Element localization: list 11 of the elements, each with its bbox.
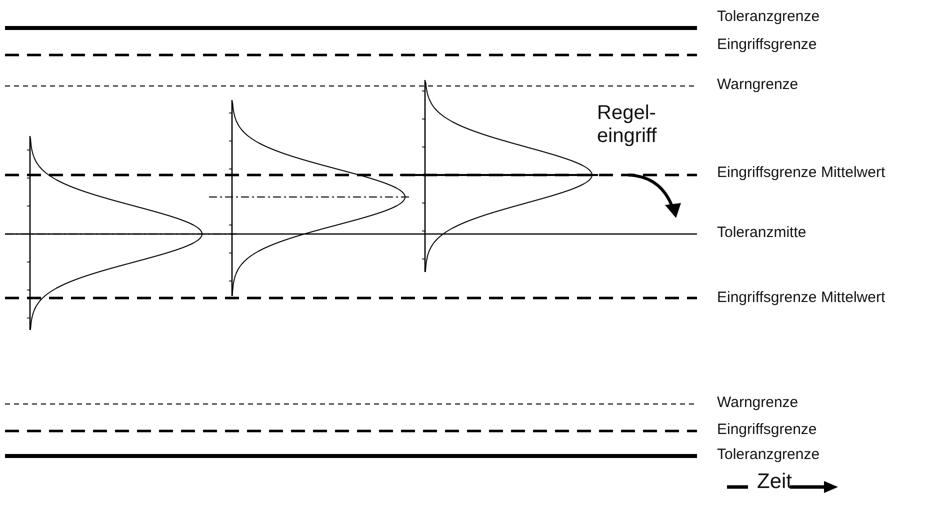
limit-label: Toleranzgrenze (717, 446, 820, 464)
limit-label: Eingriffsgrenze Mittelwert (717, 289, 886, 306)
limit-label: Warngrenze (717, 76, 798, 94)
intervention-label: Regel- eingriff (597, 102, 658, 148)
limit-label: Eingriffsgrenze (717, 36, 817, 54)
limit-label: Toleranzmitte (717, 224, 806, 242)
limit-label: Eingriffsgrenze Mittelwert (717, 164, 886, 182)
limit-label: Eingriffsgrenze (717, 421, 817, 438)
limit-label: Toleranzgrenze (717, 8, 820, 26)
limit-label: Warngrenze (717, 394, 798, 412)
axis-label: Zeit (757, 470, 792, 494)
